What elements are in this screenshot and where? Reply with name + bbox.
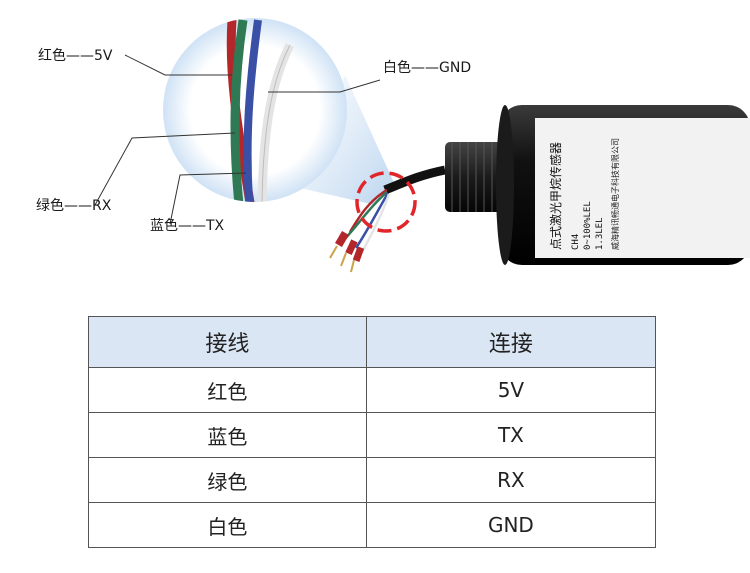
table-header-cell: 接线 (88, 316, 367, 368)
callout-red: 红色——5V (38, 47, 113, 64)
table-row: 白色 GND (88, 502, 657, 548)
wiring-diagram: 红色——5V 白色——GND 绿色——RX 蓝色——TX (36, 18, 750, 273)
callout-blue: 蓝色——TX (150, 217, 225, 234)
wiring-table: 接线 连接 红色 5V 蓝色 TX 绿色 RX 白色 GND (88, 316, 657, 548)
table-cell-connection: 5V (365, 367, 657, 413)
wire-blue-zoom (243, 19, 262, 202)
table-row: 蓝色 TX (88, 412, 657, 458)
sensor-body (445, 105, 750, 265)
sensor-label-plate (535, 118, 750, 258)
wire-green-zoom (230, 19, 248, 202)
sensor-maker: 威海精讯畅通电子科技有限公司 (610, 138, 620, 250)
zoom-beam (300, 75, 395, 205)
callout-green: 绿色——RX (36, 197, 112, 214)
sensor-alarm: 1.3LEL (595, 217, 605, 250)
table-cell-wire: 蓝色 (88, 412, 367, 458)
sensor-gas: CH4 (571, 234, 581, 250)
table-cell-connection: TX (365, 412, 657, 458)
sensor-title: 点式激光甲烷传感器 (548, 142, 563, 250)
table-header-row: 接线 连接 (88, 316, 657, 368)
table-cell-connection: RX (365, 457, 657, 503)
table-row: 红色 5V (88, 367, 657, 413)
highlight-circle (355, 171, 417, 233)
callout-white: 白色——GND (383, 59, 471, 76)
sensor-label: 点式激光甲烷传感器 CH4 0~100%LEL 1.3LEL 威海精讯畅通电子科… (548, 138, 620, 250)
table-header-cell: 连接 (365, 316, 657, 368)
table-cell-wire: 红色 (88, 367, 367, 413)
table-cell-connection: GND (365, 502, 657, 548)
table-row: 绿色 RX (88, 457, 657, 503)
table-cell-wire: 白色 (88, 502, 367, 548)
callout-lines (94, 54, 381, 225)
sensor-range: 0~100%LEL (583, 201, 593, 250)
wire-terminals (329, 230, 365, 273)
table-cell-wire: 绿色 (88, 457, 367, 503)
sensor-cable (383, 165, 446, 195)
zoom-inset (163, 18, 347, 202)
